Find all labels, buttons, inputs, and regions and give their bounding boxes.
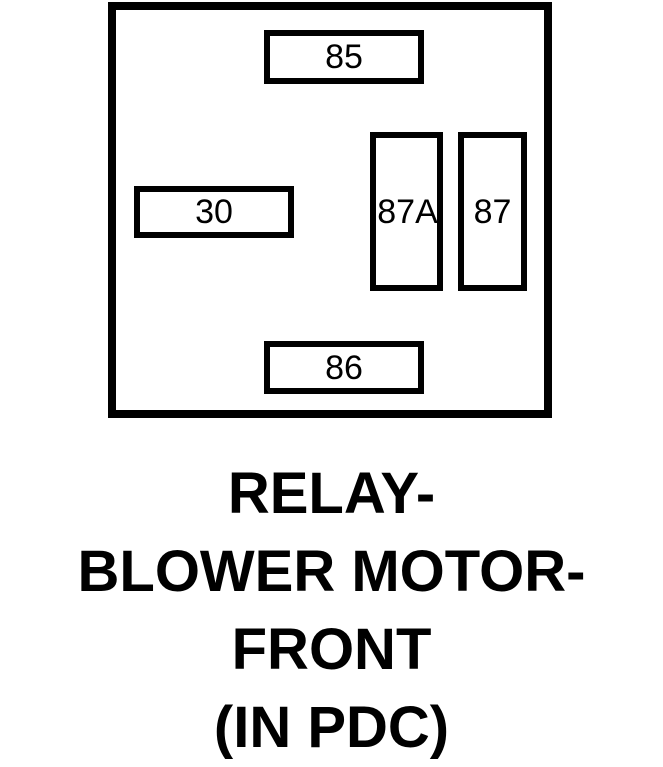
pin-terminal-86: 86	[264, 341, 424, 394]
caption-line-2: BLOWER MOTOR-	[77, 539, 586, 604]
caption-line-4: (IN PDC)	[213, 695, 450, 760]
pin-label-30: 30	[195, 193, 233, 231]
diagram-caption: RELAY- BLOWER MOTOR- FRONT (IN PDC)	[0, 455, 663, 767]
pin-label-85: 85	[325, 38, 363, 76]
pin-terminal-87: 87	[458, 132, 527, 291]
pin-label-87: 87	[473, 192, 512, 231]
caption-line-3: FRONT	[231, 617, 432, 682]
pin-terminal-30: 30	[134, 186, 294, 238]
caption-line-1: RELAY-	[227, 461, 436, 526]
pin-label-87a: 87A	[377, 192, 438, 231]
pin-label-86: 86	[325, 348, 363, 387]
pin-terminal-87a: 87A	[370, 132, 443, 291]
pin-terminal-85: 85	[264, 30, 424, 84]
relay-body-outline: 85 30 87A 87 86	[108, 2, 552, 418]
